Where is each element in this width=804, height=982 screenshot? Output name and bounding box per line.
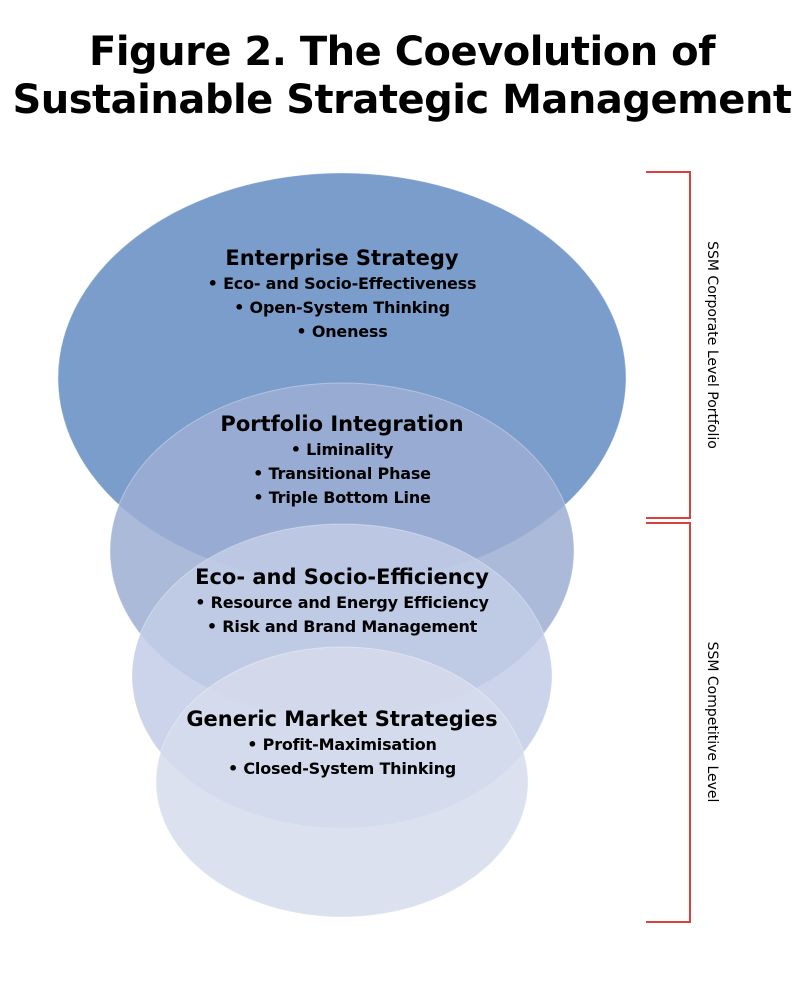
list-item: • Resource and Energy Efficiency [195,593,489,612]
list-item: • Profit-Maximisation [247,735,437,754]
list-item: • Risk and Brand Management [206,617,478,636]
list-item: • Oneness [296,322,388,341]
generic-market-strategies-title: Generic Market Strategies [186,707,498,731]
competitive-level-bracket [646,522,691,923]
eco-socio-efficiency-title: Eco- and Socio-Efficiency [195,565,489,589]
portfolio-integration-block: Portfolio Integration • Liminality • Tra… [92,410,592,510]
generic-market-strategies-ellipse [155,646,529,918]
corporate-level-bracket [646,171,691,519]
eco-socio-efficiency-block: Eco- and Socio-Efficiency • Resource and… [92,563,592,639]
enterprise-strategy-bullets: • Eco- and Socio-Effectiveness • Open-Sy… [92,272,592,344]
enterprise-strategy-title: Enterprise Strategy [225,246,459,270]
figure-title-line-2: Sustainable Strategic Management [12,77,792,123]
list-item: • Transitional Phase [253,464,431,483]
list-item: • Triple Bottom Line [253,488,431,507]
enterprise-strategy-block: Enterprise Strategy • Eco- and Socio-Eff… [92,244,592,344]
figure-title: Figure 2. The Coevolution of Sustainable… [0,28,804,124]
portfolio-integration-title: Portfolio Integration [220,412,464,436]
generic-market-strategies-bullets: • Profit-Maximisation • Closed-System Th… [92,733,592,781]
list-item: • Open-System Thinking [234,298,450,317]
competitive-level-label: SSM Competitive Level [704,641,720,803]
list-item: • Closed-System Thinking [227,759,457,778]
generic-market-strategies-block: Generic Market Strategies • Profit-Maxim… [92,705,592,781]
list-item: • Liminality [290,440,394,459]
list-item: • Eco- and Socio-Effectiveness [207,274,477,293]
corporate-level-label: SSM Corporate Level Portfolio [704,241,720,449]
portfolio-integration-bullets: • Liminality • Transitional Phase • Trip… [92,438,592,510]
figure-title-line-1: Figure 2. The Coevolution of [89,29,716,75]
eco-socio-efficiency-bullets: • Resource and Energy Efficiency • Risk … [92,591,592,639]
